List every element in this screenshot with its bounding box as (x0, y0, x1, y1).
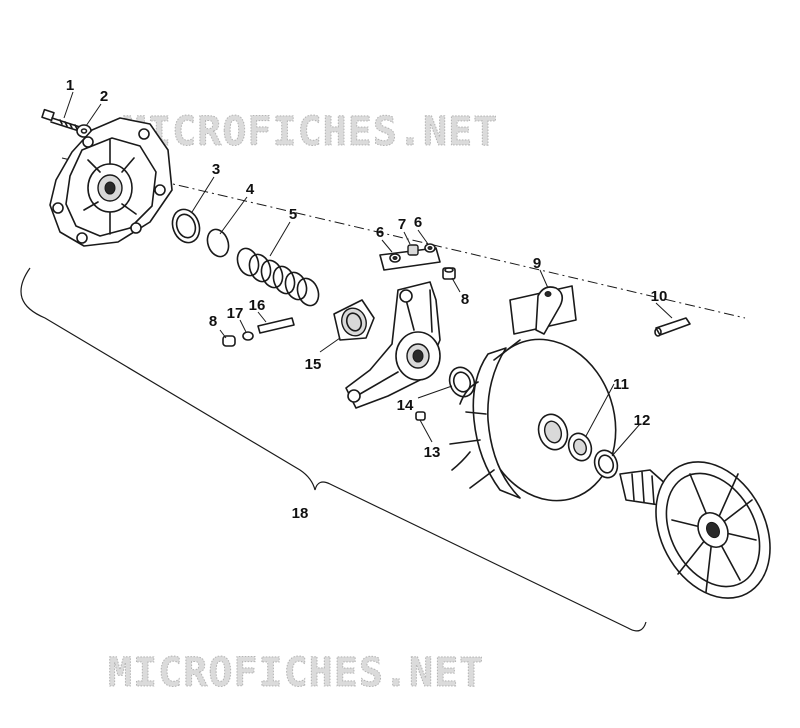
pin-hardware-group (379, 243, 441, 271)
bolt-part-1 (41, 108, 81, 132)
assembly-bracket (20, 267, 647, 632)
callout-15: 15 (305, 356, 322, 373)
leader-lines (63, 91, 673, 457)
callout-1: 1 (66, 77, 74, 94)
clutch-cover-housing (49, 117, 173, 247)
callout-8-lower: 8 (209, 313, 217, 330)
callout-6-right: 6 (414, 214, 422, 231)
callout-12: 12 (634, 412, 651, 429)
pin-part-10 (654, 317, 691, 337)
callout-4: 4 (246, 181, 255, 198)
weight-part-9 (509, 285, 577, 335)
callout-18: 18 (292, 505, 309, 522)
callout-14: 14 (397, 397, 414, 414)
ring-part-11 (567, 432, 593, 462)
clutch-arm-spider (345, 281, 441, 409)
snap-ring-part-4 (206, 228, 230, 258)
callout-3: 3 (212, 161, 220, 178)
roller-pin-set (222, 317, 295, 347)
callout-10: 10 (651, 288, 668, 305)
callout-2: 2 (100, 88, 108, 105)
set-screw-part-13 (415, 411, 426, 421)
callout-8-upper: 8 (461, 291, 469, 308)
watermark-top: MICROFICHES.NET (122, 109, 498, 155)
callout-13: 13 (424, 444, 441, 461)
watermark-bottom: MICROFICHES.NET (108, 650, 484, 696)
ring-part-12 (593, 449, 619, 479)
callout-9: 9 (533, 255, 541, 272)
callout-7: 7 (398, 216, 406, 233)
callout-6-left: 6 (376, 224, 384, 241)
callout-5: 5 (289, 206, 297, 223)
callout-17: 17 (227, 305, 244, 322)
callout-11: 11 (613, 376, 629, 393)
bushing-part-8-upper (442, 267, 456, 280)
fixed-sheave-with-shaft (619, 461, 771, 599)
callout-16: 16 (249, 297, 266, 314)
moveable-sheave (449, 338, 617, 502)
roller-part-15 (333, 299, 375, 341)
spring-part-5 (236, 247, 320, 307)
bushing-part-3 (171, 208, 201, 244)
center-axis-line (61, 157, 746, 319)
